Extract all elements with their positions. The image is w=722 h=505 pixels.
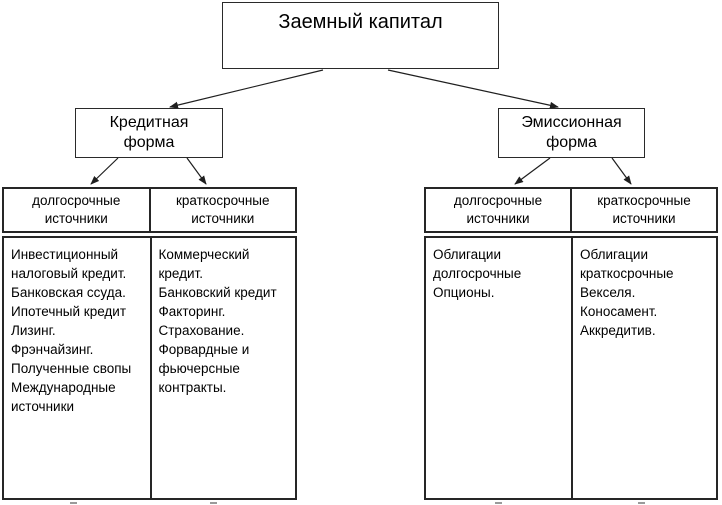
- emission-longterm-header: долгосрочные источники: [453, 193, 543, 226]
- credit-table-header-row: долгосрочные источники краткосрочные ист…: [2, 187, 297, 233]
- node-credit-form: Кредитная форма: [75, 108, 223, 158]
- arrow-credit-to-longterm: [90, 157, 119, 185]
- emission-table-header-row: долгосрочные источники краткосрочные ист…: [424, 187, 718, 233]
- bottom-crop-mark: [70, 502, 77, 504]
- emission-shortterm-sources-list: Облигации краткосрочные Векселя. Коносам…: [571, 238, 716, 498]
- credit-shortterm-header: краткосрочные источники: [148, 189, 296, 231]
- arrow-emission-to-longterm: [514, 157, 551, 185]
- root-node-borrowed-capital: Заемный капитал: [222, 2, 499, 69]
- arrow-credit-to-shortterm: [186, 157, 207, 185]
- credit-table-body-row: Инвестиционный налоговый кредит. Банковс…: [2, 236, 297, 500]
- node-emission-form: Эмиссионная форма: [498, 108, 645, 158]
- arrow-capital-to-credit-form: [169, 69, 324, 109]
- emission-table-body-row: Облигации долгосрочные Опционы. Облигаци…: [424, 236, 718, 500]
- emission-longterm-sources-list: Облигации долгосрочные Опционы.: [433, 247, 522, 300]
- arrow-emission-to-shortterm: [611, 157, 632, 185]
- credit-longterm-sources-list: Инвестиционный налоговый кредит. Банковс…: [11, 247, 132, 414]
- root-node-label: Заемный капитал: [278, 11, 443, 33]
- arrow-capital-to-emission-form: [387, 69, 559, 109]
- node-emission-form-label: Эмиссионная форма: [521, 114, 622, 151]
- bottom-crop-mark: [495, 502, 502, 504]
- node-credit-form-label: Кредитная форма: [109, 114, 189, 151]
- credit-longterm-header: долгосрочные источники: [32, 193, 121, 226]
- bottom-crop-mark: [638, 502, 645, 504]
- emission-shortterm-header: краткосрочные источники: [570, 189, 716, 231]
- credit-shortterm-sources-list: Коммерческий кредит. Банковский кредит Ф…: [149, 238, 296, 498]
- bottom-crop-mark: [210, 502, 217, 504]
